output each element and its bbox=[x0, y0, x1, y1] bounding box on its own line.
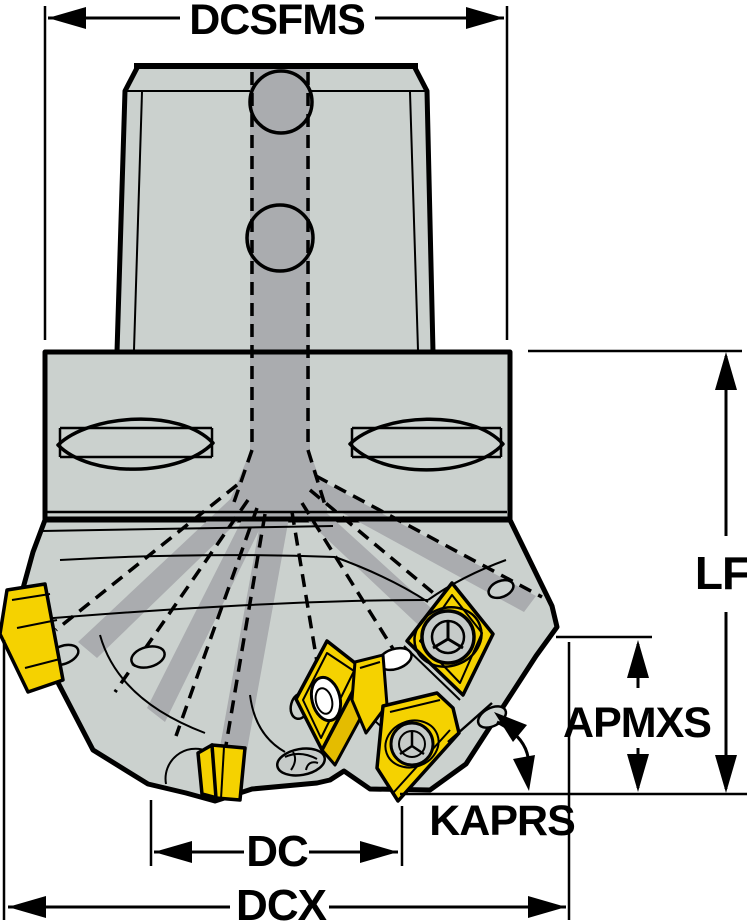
dim-label-kaprs: KAPRS bbox=[429, 797, 575, 845]
dim-label-dcsfms: DCSFMS bbox=[189, 0, 365, 44]
coolant-exit-hole bbox=[130, 645, 166, 669]
dim-lf: LF bbox=[400, 349, 747, 796]
arrow-right bbox=[528, 896, 566, 918]
face-screw bbox=[276, 747, 326, 777]
arrow-right bbox=[360, 841, 398, 863]
arrow-left bbox=[48, 7, 86, 29]
dim-label-lf: LF bbox=[695, 547, 747, 599]
wrench-flat-right bbox=[348, 417, 505, 472]
insert-bottom-right bbox=[375, 691, 461, 803]
cutting-edge-reference-line bbox=[447, 702, 493, 743]
wrench-flat-left bbox=[56, 417, 215, 471]
torx-socket bbox=[399, 732, 425, 756]
arc-arrow-bottom bbox=[513, 755, 535, 791]
insert-bottom-front bbox=[196, 743, 247, 802]
dim-kaprs: KAPRS bbox=[429, 702, 576, 845]
arrow-down bbox=[627, 754, 649, 792]
insert-edge-on bbox=[350, 653, 389, 735]
coolant-exit-hole bbox=[487, 578, 515, 600]
arrow-down bbox=[715, 755, 737, 793]
dim-label-apmxs: APMXS bbox=[563, 699, 711, 747]
arrow-up bbox=[627, 640, 649, 678]
insert-screw bbox=[384, 719, 440, 769]
dim-label-dc: DC bbox=[246, 827, 308, 876]
insert-top-right bbox=[403, 581, 495, 701]
insert-screw bbox=[413, 606, 483, 668]
arrow-left bbox=[154, 841, 192, 863]
torx-socket bbox=[432, 622, 464, 650]
through-hole bbox=[245, 203, 315, 273]
dim-label-dcx: DCX bbox=[236, 881, 327, 924]
dim-apmxs: APMXS bbox=[556, 635, 712, 792]
arc-arrow-top bbox=[494, 712, 527, 742]
insert-left bbox=[0, 582, 65, 694]
coolant-inlet-top bbox=[248, 69, 314, 135]
arrow-left bbox=[8, 896, 46, 918]
dim-dc: DC bbox=[149, 800, 404, 876]
arrow-right bbox=[466, 7, 504, 29]
dim-dcx: DCX bbox=[2, 640, 571, 924]
dim-dcsfms: DCSFMS bbox=[43, 0, 509, 340]
arrow-up bbox=[715, 352, 737, 390]
